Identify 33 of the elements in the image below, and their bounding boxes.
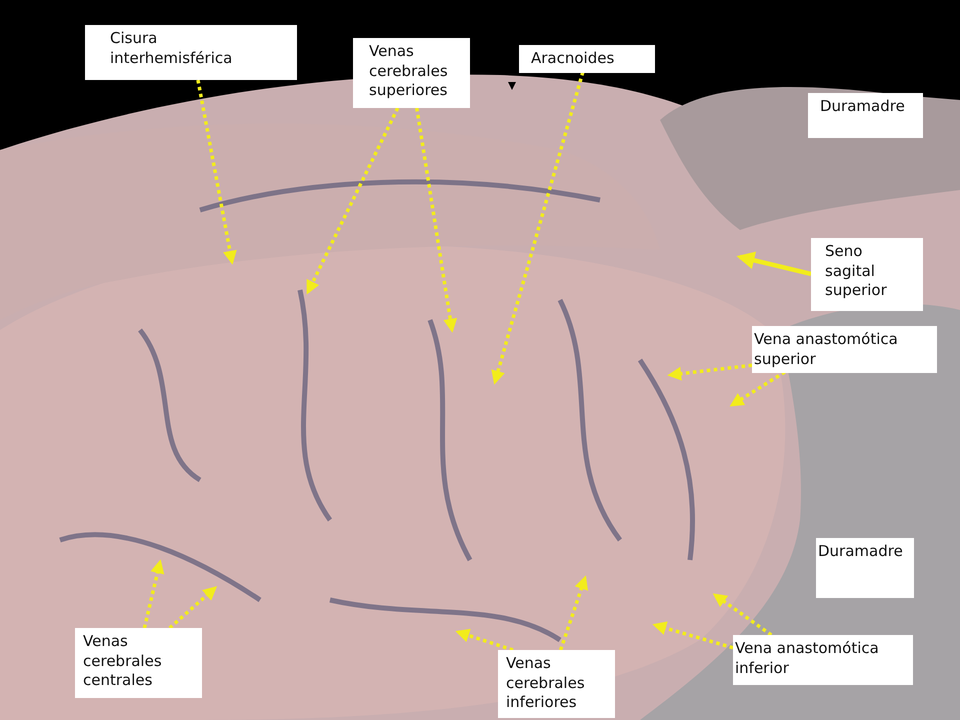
leader-line bbox=[652, 621, 734, 650]
label-text: Aracnoides bbox=[531, 49, 616, 68]
leader-line bbox=[558, 575, 588, 651]
label-text: Venas cerebrales centrales bbox=[83, 632, 163, 690]
label-card bbox=[85, 25, 297, 80]
leader-line bbox=[736, 252, 812, 276]
label-text: Venas cerebrales superiores bbox=[369, 42, 449, 100]
leader-line bbox=[730, 370, 786, 406]
leader-line bbox=[196, 80, 237, 265]
label-card bbox=[353, 38, 470, 108]
label-card bbox=[816, 538, 914, 598]
label-card bbox=[498, 650, 615, 718]
leader-line bbox=[415, 108, 458, 333]
label-text: Vena anastomótica inferior bbox=[735, 639, 880, 678]
label-text: Duramadre bbox=[820, 97, 906, 116]
leader-line bbox=[455, 628, 514, 652]
label-text: Vena anastomótica superior bbox=[754, 330, 899, 369]
label-card bbox=[733, 635, 913, 685]
label-card bbox=[75, 628, 202, 698]
leader-line bbox=[306, 107, 400, 295]
label-card bbox=[519, 45, 655, 72]
leader-line bbox=[142, 559, 164, 628]
label-text: Cisura interhemisférica bbox=[110, 29, 234, 68]
label-card bbox=[752, 326, 937, 373]
leader-line bbox=[168, 586, 218, 630]
label-text: Venas cerebrales inferiores bbox=[506, 654, 586, 712]
leader-line bbox=[667, 364, 752, 381]
label-card bbox=[811, 238, 923, 311]
label-text: Seno sagital superior bbox=[825, 242, 888, 300]
leader-line bbox=[491, 72, 585, 385]
label-card bbox=[808, 93, 923, 138]
leader-line bbox=[712, 593, 772, 636]
label-text: Duramadre bbox=[818, 542, 904, 562]
